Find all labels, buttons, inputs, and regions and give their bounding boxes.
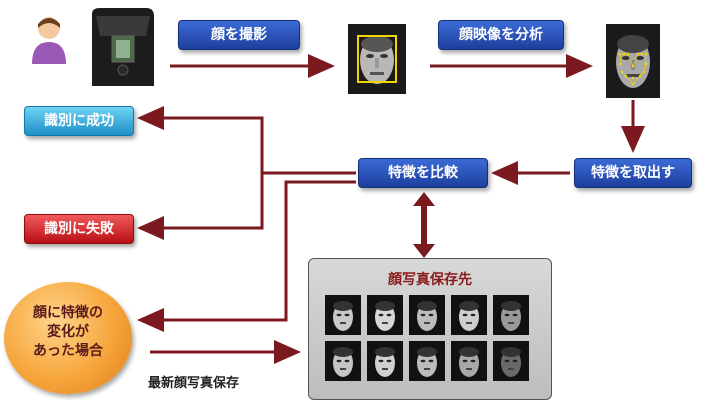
storage-title: 顔写真保存先 bbox=[388, 272, 472, 288]
person-icon bbox=[28, 12, 70, 64]
face-photo-thumbnail bbox=[325, 295, 361, 335]
face-photo-thumbnail bbox=[367, 295, 403, 335]
face-photo-thumbnail bbox=[409, 295, 445, 335]
arrow-compare-storage-down bbox=[413, 244, 435, 258]
face-scanner-device-icon bbox=[86, 6, 160, 88]
captured-face-image bbox=[348, 24, 406, 94]
face-detect-box bbox=[357, 35, 397, 83]
face-photo-thumbnail bbox=[451, 341, 487, 381]
arrow-to-change-note bbox=[137, 180, 356, 332]
change-note-line2: 変化が bbox=[47, 324, 89, 340]
face-photo-thumbnail bbox=[493, 295, 529, 335]
face-photo-thumbnail bbox=[451, 295, 487, 335]
face-photo-thumbnail bbox=[325, 341, 361, 381]
analyzed-face-image bbox=[606, 24, 660, 98]
face-photo-thumbnail bbox=[409, 341, 445, 381]
change-note-line3: あった場合 bbox=[33, 343, 103, 359]
identify-success-result: 識別に成功 bbox=[24, 106, 134, 136]
identify-fail-result: 識別に失敗 bbox=[24, 214, 134, 244]
arrow-to-fail bbox=[137, 173, 264, 240]
face-photo-thumbnail bbox=[493, 341, 529, 381]
arrow-to-success bbox=[137, 106, 356, 175]
face-change-note: 顔に特徴の 変化が あった場合 bbox=[4, 282, 132, 394]
change-note-line1: 顔に特徴の bbox=[33, 305, 103, 321]
save-latest-caption: 最新顔写真保存 bbox=[148, 376, 240, 391]
extract-features-step: 特徴を取出す bbox=[574, 158, 692, 188]
arrow-compare-storage-up bbox=[413, 192, 435, 206]
face-photo-thumbnail bbox=[367, 341, 403, 381]
analyze-face-step: 顔映像を分析 bbox=[438, 20, 564, 50]
face-photo-storage: 顔写真保存先 bbox=[308, 258, 552, 400]
capture-face-step: 顔を撮影 bbox=[178, 20, 300, 50]
compare-features-step: 特徴を比較 bbox=[358, 158, 488, 188]
